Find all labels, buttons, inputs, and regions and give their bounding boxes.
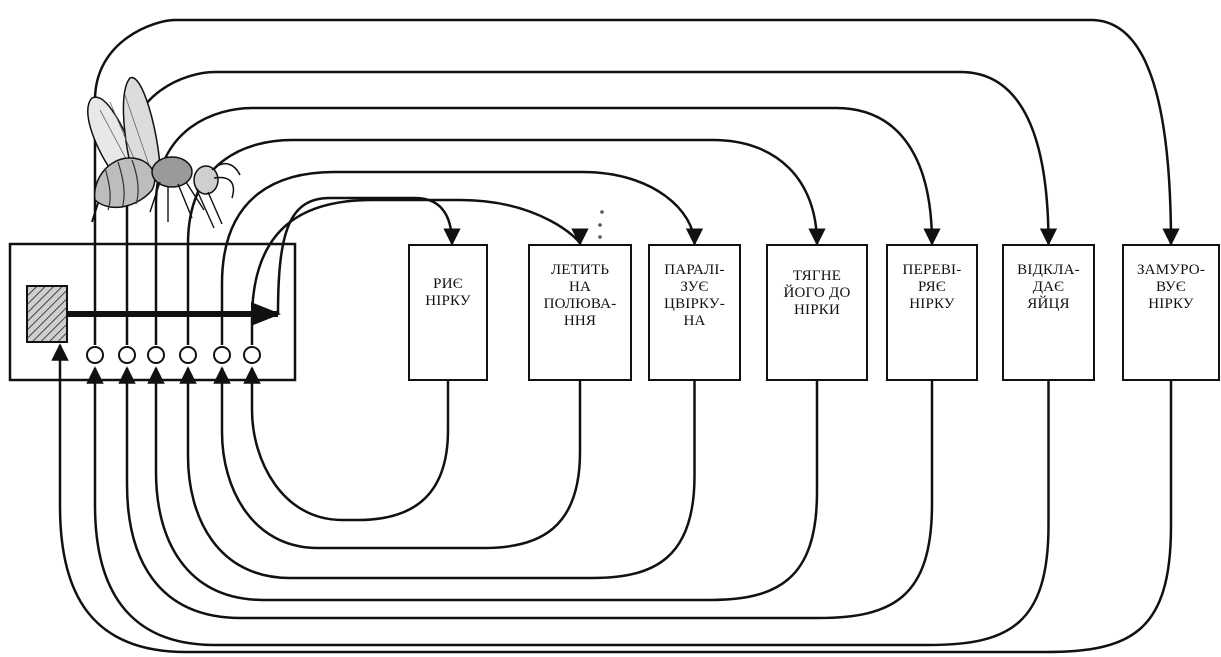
return-loop-5 <box>127 368 932 618</box>
stage-box-6: ВІДКЛА- ДАЄ ЯЙЦЯ <box>1002 244 1095 381</box>
stage-box-3: ПАРАЛІ- ЗУЄ ЦВІРКУ- НА <box>648 244 741 381</box>
stage-label: ЛЕТИТЬ НА ПОЛЮВА- ННЯ <box>530 262 630 330</box>
sensor-circle-2 <box>119 347 135 363</box>
sensor-circle-1 <box>87 347 103 363</box>
return-loop-2 <box>222 368 580 548</box>
stage-label: ТЯГНЕ ЙОГО ДО НІРКИ <box>768 268 866 319</box>
sensor-circle-4 <box>180 347 196 363</box>
wasp-icon <box>88 78 240 228</box>
stage-label: РИЄ НІРКУ <box>410 276 486 310</box>
stage-box-4: ТЯГНЕ ЙОГО ДО НІРКИ <box>766 244 868 381</box>
stage-label: ПАРАЛІ- ЗУЄ ЦВІРКУ- НА <box>650 262 739 330</box>
stage-label: ПЕРЕВІ- РЯЄ НІРКУ <box>888 262 976 313</box>
nest-block <box>27 286 67 342</box>
sensor-circle-3 <box>148 347 164 363</box>
sensor-circle-5 <box>214 347 230 363</box>
stage-box-5: ПЕРЕВІ- РЯЄ НІРКУ <box>886 244 978 381</box>
return-loop-4 <box>156 368 817 600</box>
stage-box-2: ЛЕТИТЬ НА ПОЛЮВА- ННЯ <box>528 244 632 381</box>
stage-box-7: ЗАМУРО- ВУЄ НІРКУ <box>1122 244 1220 381</box>
return-loop-1 <box>252 368 448 520</box>
stage-label: ЗАМУРО- ВУЄ НІРКУ <box>1124 262 1218 313</box>
return-loop-7 <box>60 345 1171 652</box>
return-loops <box>60 345 1171 652</box>
sensor-circle-6 <box>244 347 260 363</box>
return-loop-6 <box>95 368 1049 645</box>
stage-label: ВІДКЛА- ДАЄ ЯЙЦЯ <box>1004 262 1093 313</box>
stage-box-1: РИЄ НІРКУ <box>408 244 488 381</box>
dot-marks <box>598 210 604 239</box>
